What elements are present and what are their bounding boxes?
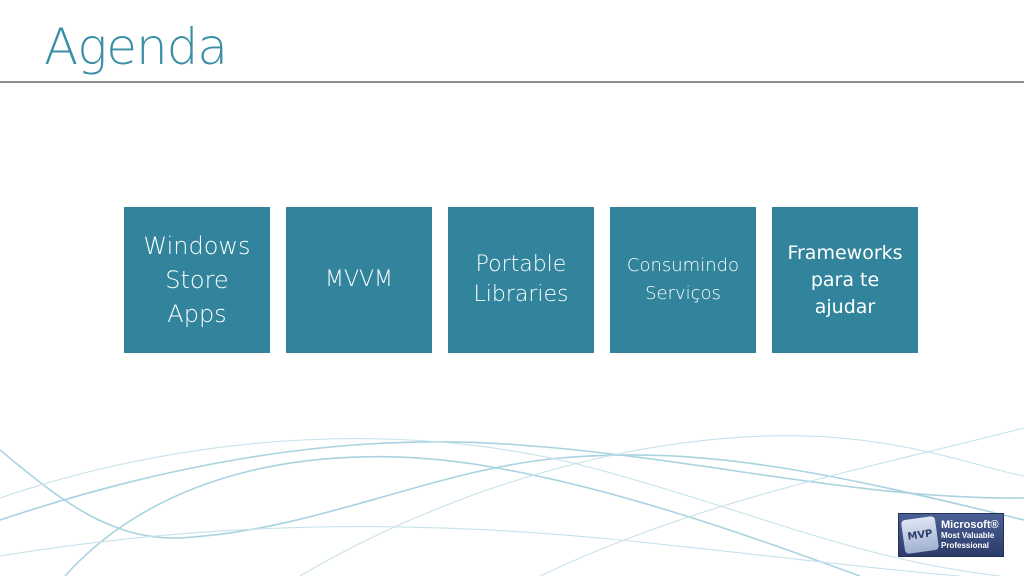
mvp-badge-line3: Professional (941, 541, 990, 550)
agenda-tile-windows-store-apps: Windows Store Apps (124, 207, 270, 353)
wave-line (64, 455, 861, 576)
slide-title: Agenda (44, 18, 228, 76)
mvp-badge-text: Microsoft® Most Valuable Professional (941, 519, 999, 551)
agenda-tile-portable-libraries: Portable Libraries (448, 207, 594, 353)
mvp-badge-logo: MVP Microsoft® Most Valuable Professiona… (898, 513, 1004, 557)
agenda-tile-frameworks: Frameworks para te ajudar (772, 207, 918, 353)
agenda-tile-consumindo-servicos: Consumindo Serviços (610, 207, 756, 353)
wave-line (0, 441, 1024, 521)
wave-line (0, 449, 1024, 539)
wave-line (0, 438, 1001, 576)
mvp-badge-line1: Microsoft® (941, 519, 999, 531)
title-divider (0, 81, 1024, 83)
agenda-tiles: Windows Store Apps MVVM Portable Librari… (124, 207, 918, 353)
mvp-badge-line2: Most Valuable (941, 531, 995, 540)
agenda-tile-mvvm: MVVM (286, 207, 432, 353)
mvp-logo-icon: MVP (900, 515, 940, 555)
wave-line (0, 526, 961, 576)
